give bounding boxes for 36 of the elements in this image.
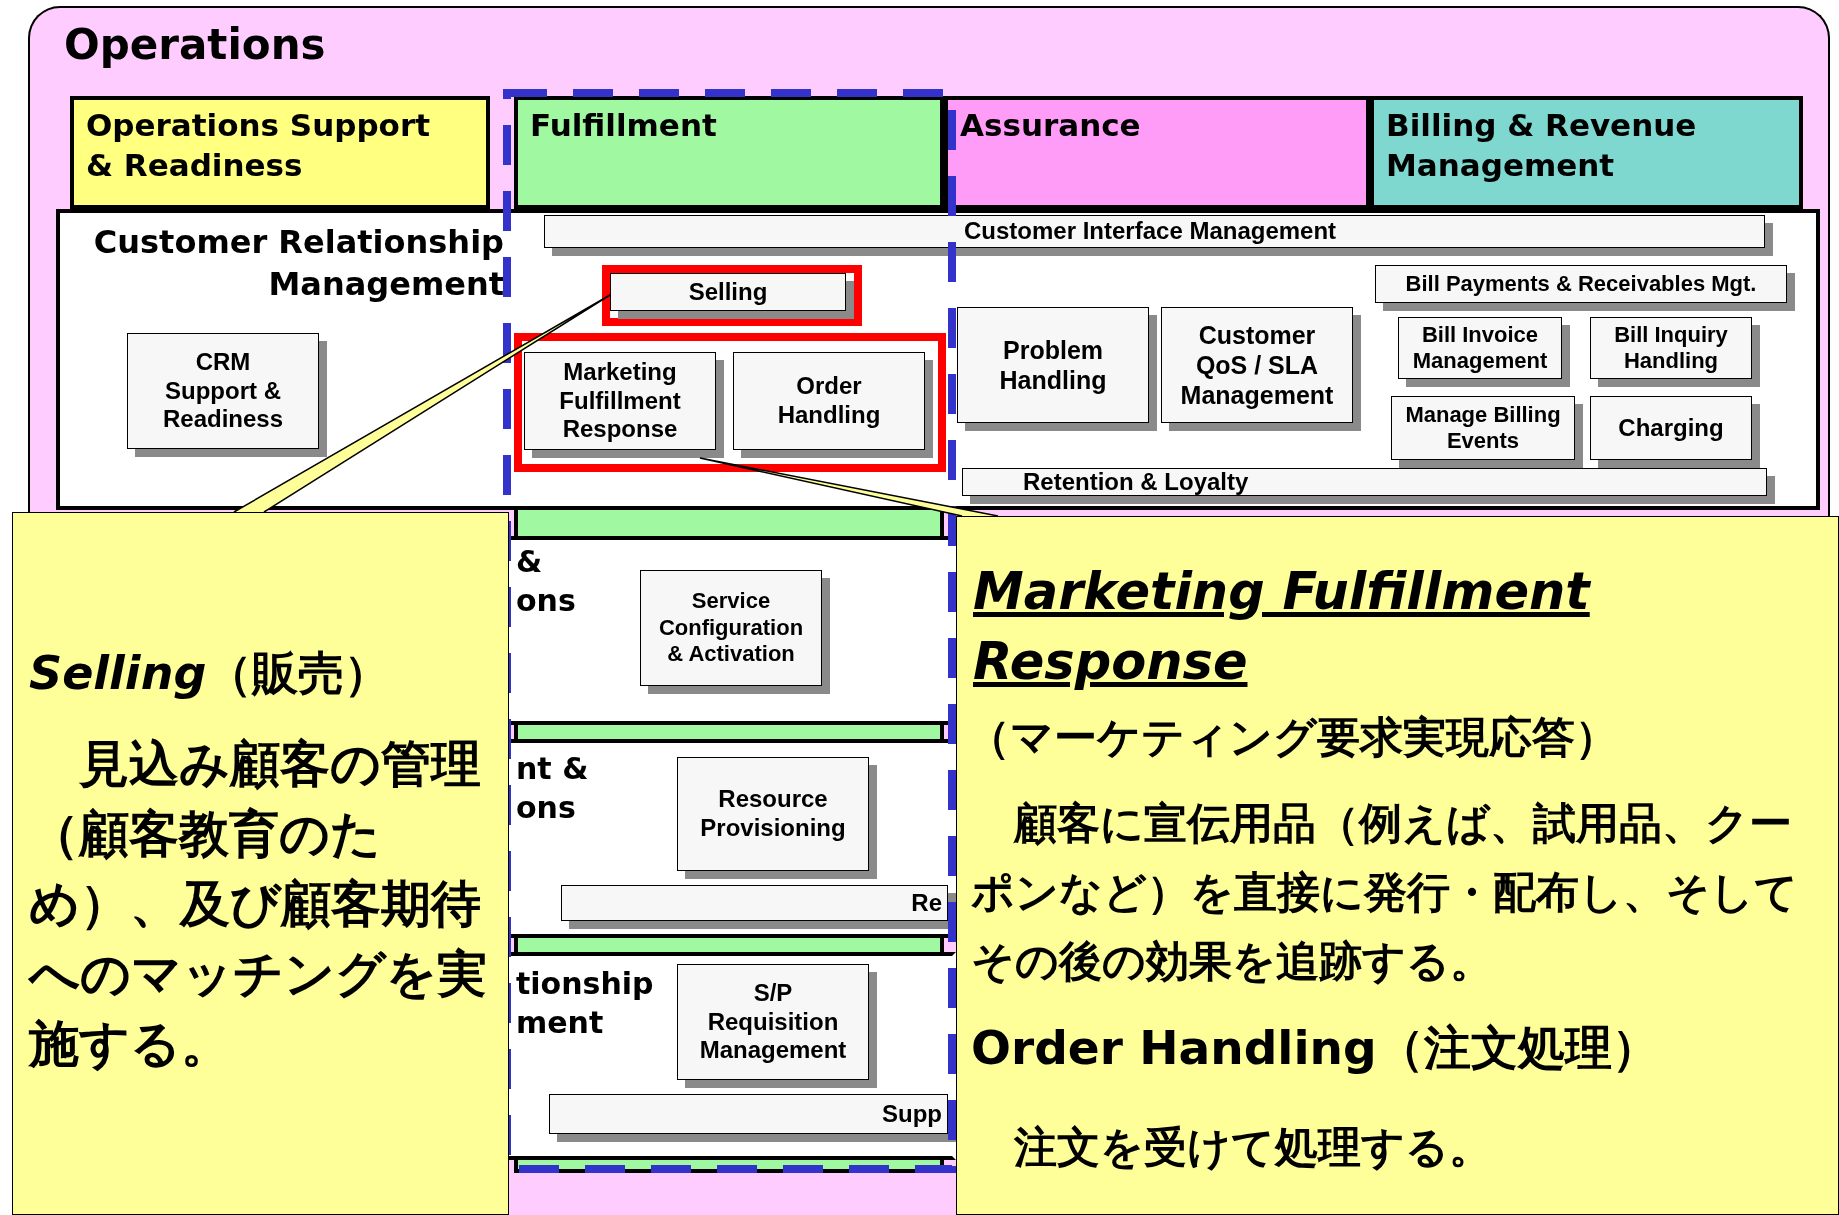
callout-pointer	[233, 294, 611, 513]
column-header: Fulfillment	[514, 96, 944, 209]
process-box: Service Configuration & Activation	[640, 570, 830, 694]
row-title: Customer Relationship Management	[92, 222, 504, 305]
process-box: Selling	[610, 273, 854, 319]
callout-text: 見込み顧客の管理（顧客教育のため）、及び顧客期待へのマッチングを実施する。	[29, 734, 488, 1075]
process-box: Resource Provisioning	[677, 757, 877, 879]
process-box: Bill Inquiry Handling	[1590, 317, 1760, 387]
process-bar: Retention & Loyalty	[962, 468, 1775, 504]
callout-text: 注文を受けて処理する。	[1013, 1121, 1493, 1174]
process-box: Problem Handling	[957, 307, 1157, 431]
process-row	[56, 209, 1820, 510]
process-bar: Re	[561, 885, 956, 929]
row-title: & ons	[516, 543, 576, 620]
callout-heading: Selling（販売）	[29, 645, 392, 702]
process-bar: Customer Interface Management	[544, 215, 1773, 256]
callout-text: （マーケティング要求実現応答）	[967, 711, 1619, 764]
process-box: Bill Payments & Receivables Mgt.	[1375, 265, 1795, 311]
process-box: Charging	[1590, 396, 1760, 468]
process-bar: Supp	[549, 1094, 956, 1142]
callout-heading: Marketing Fulfillment Response	[973, 561, 1592, 693]
column-header: Billing & Revenue Management	[1370, 96, 1803, 209]
column-header: Operations Support & Readiness	[70, 96, 490, 209]
process-box: Manage Billing Events	[1391, 396, 1583, 468]
panel-title: Operations	[64, 19, 326, 71]
process-box: S/P Requisition Management	[677, 964, 877, 1088]
callout-pointer	[699, 457, 999, 517]
row-title: nt & ons	[516, 750, 590, 827]
row-title: tionship ment	[516, 965, 655, 1042]
callout-heading: Order Handling（注文処理）	[971, 1019, 1660, 1077]
process-box: CRM Support & Readiness	[127, 333, 327, 457]
callout-text: 顧客に宣伝用品（例えば、試用品、クーポンなど）を直接に発行・配布し、そしてその後の効果を追跡する。	[971, 797, 1799, 988]
process-box: Bill Invoice Management	[1398, 317, 1570, 387]
process-box: Marketing Fulfillment Response	[524, 352, 724, 458]
process-box: Customer QoS / SLA Management	[1161, 307, 1361, 431]
process-box: Order Handling	[733, 352, 933, 458]
